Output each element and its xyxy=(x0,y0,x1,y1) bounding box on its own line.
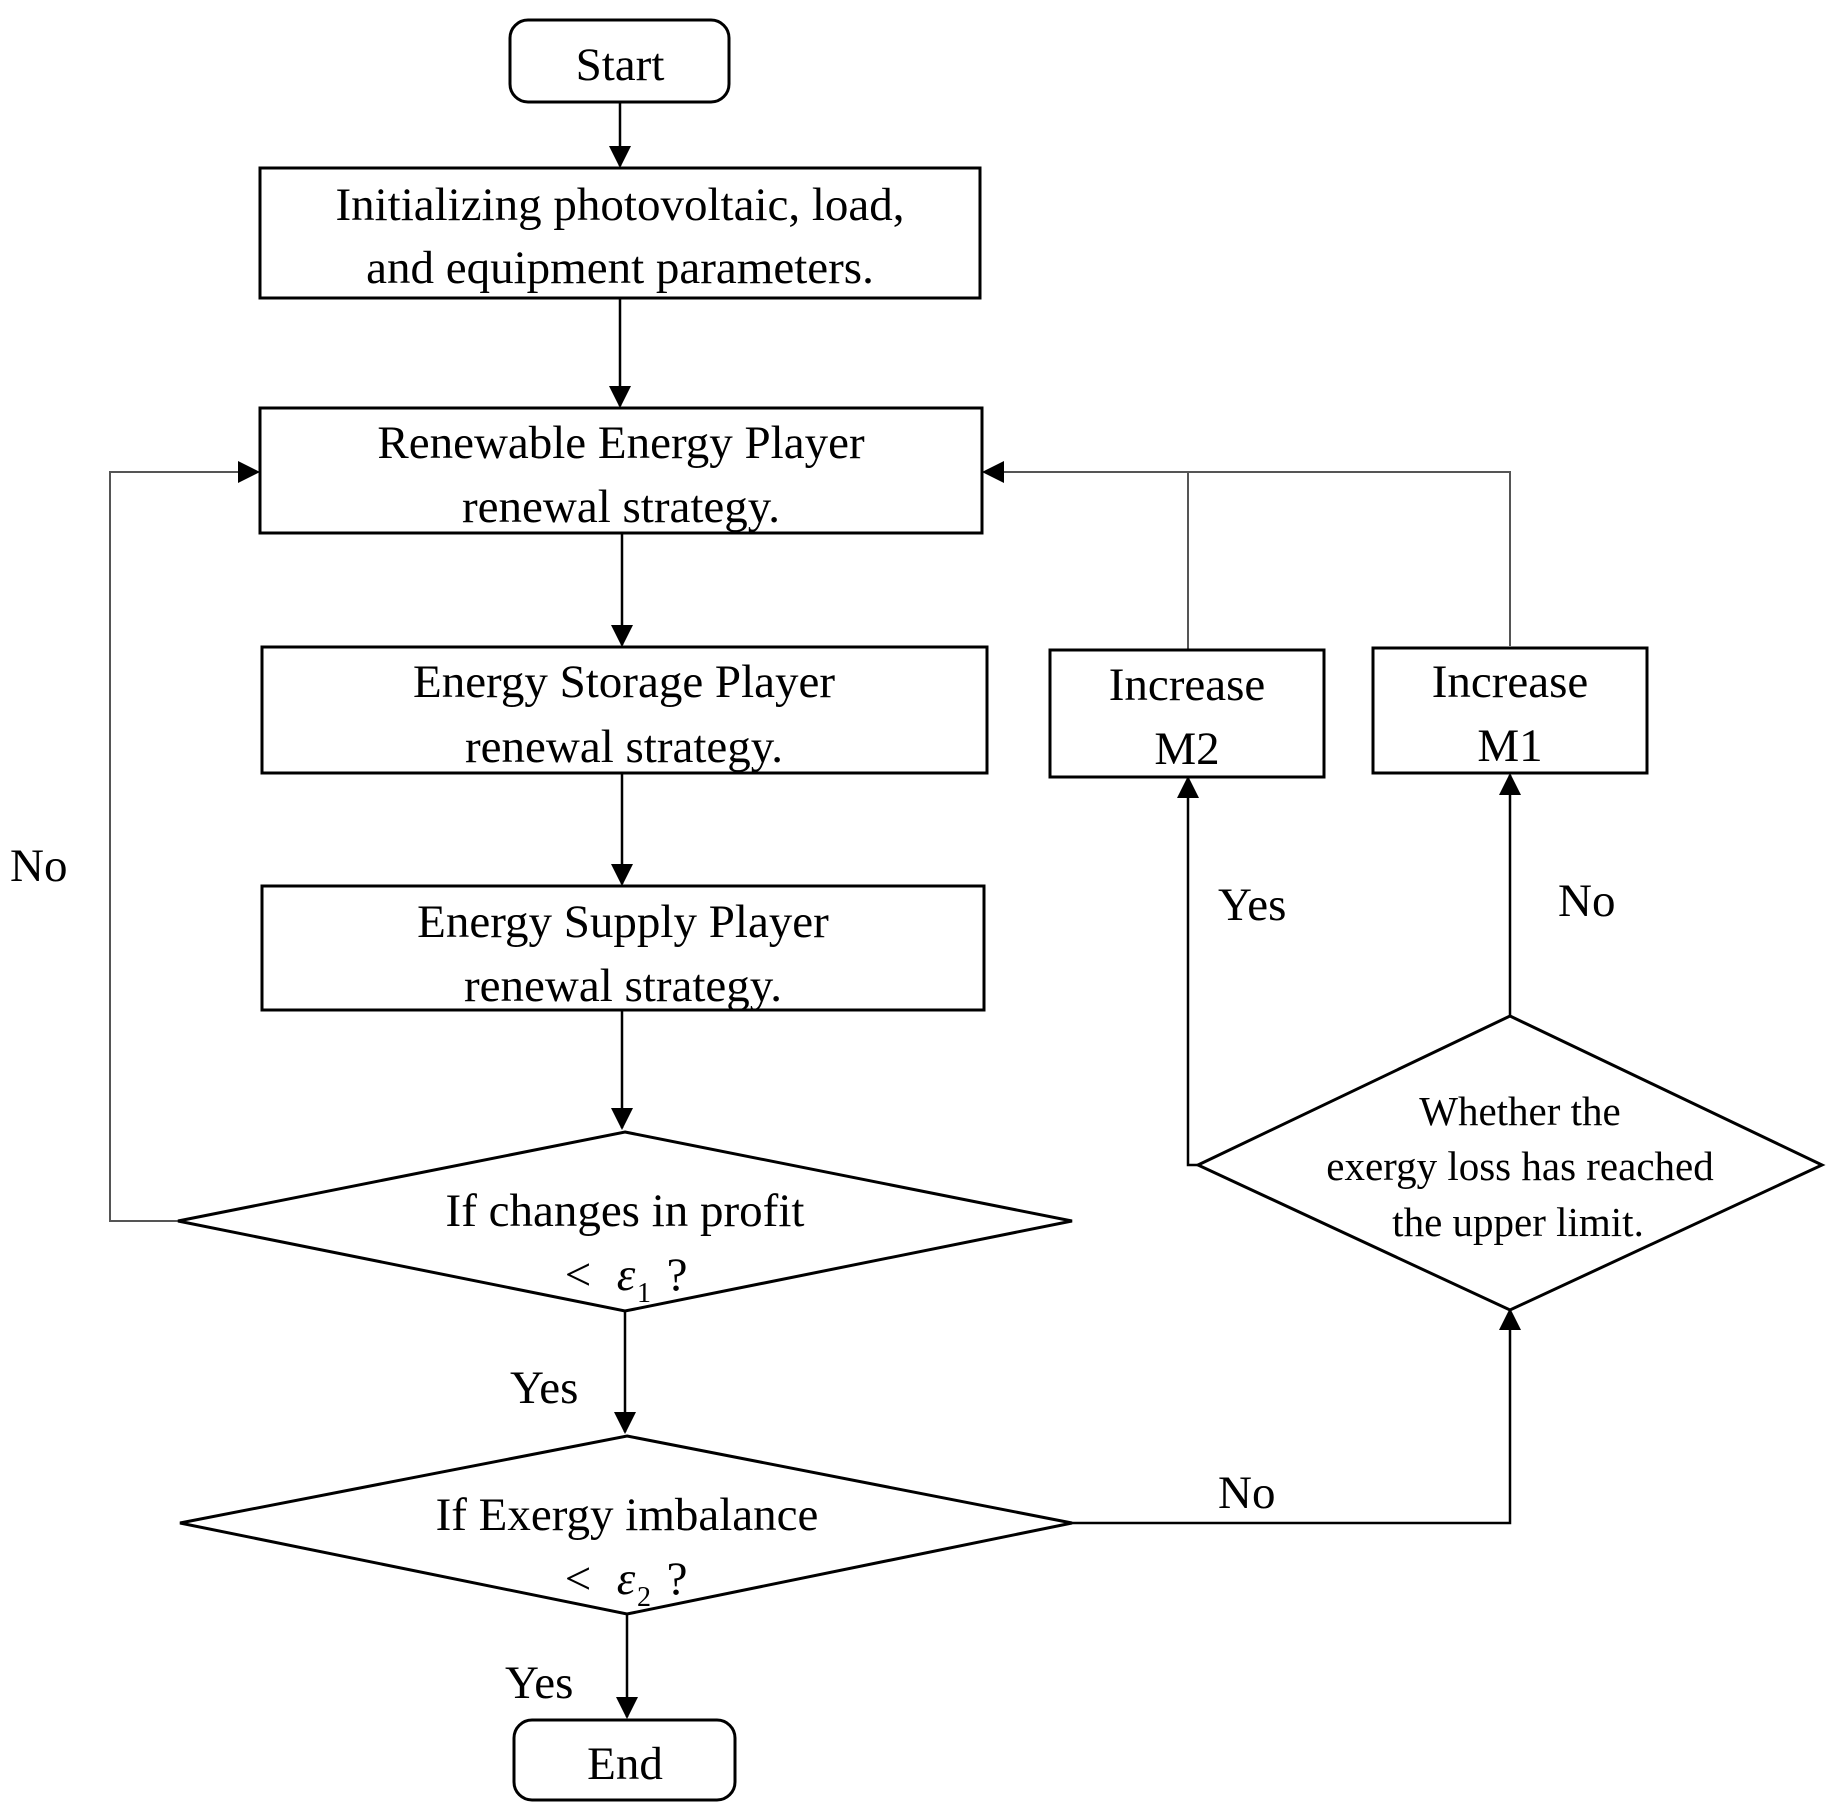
supply-player-node: Energy Supply Player renewal strategy. xyxy=(260,884,986,1012)
arrow-limit-yes-to-m2 xyxy=(1177,776,1199,1167)
increase-m2-line2: M2 xyxy=(1154,723,1219,775)
storage-player-node: Energy Storage Player renewal strategy. xyxy=(260,645,989,775)
limit-check-decision: Whether the exergy loss has reached the … xyxy=(1194,1014,1826,1312)
increase-m2-line1: Increase xyxy=(1109,659,1266,711)
profit-check-decision: If changes in profit < ε 1 ? xyxy=(177,1130,1073,1313)
edge-labels: No Yes No Yes Yes No xyxy=(10,840,1615,1709)
renewable-player-node: Renewable Energy Player renewal strategy… xyxy=(258,406,984,535)
edge-label-exergy-yes: Yes xyxy=(505,1657,573,1709)
increase-m1-line1: Increase xyxy=(1432,656,1589,708)
edge-label-profit-no: No xyxy=(10,840,67,892)
exergy-check-sub: 2 xyxy=(637,1582,651,1613)
profit-check-line1: If changes in profit xyxy=(446,1185,805,1237)
start-label: Start xyxy=(576,39,665,91)
supply-line2: renewal strategy. xyxy=(464,960,782,1012)
increase-m1-node: Increase M1 xyxy=(1371,646,1649,775)
limit-check-line2: exergy loss has reached xyxy=(1326,1143,1713,1189)
init-node: Initializing photovoltaic, load, and equ… xyxy=(258,166,982,300)
storage-line2: renewal strategy. xyxy=(465,721,783,773)
init-line1: Initializing photovoltaic, load, xyxy=(335,179,904,231)
renewable-line1: Renewable Energy Player xyxy=(377,417,865,469)
limit-check-line3: the upper limit. xyxy=(1392,1199,1644,1245)
edge-label-exergy-no: No xyxy=(1218,1467,1275,1519)
edge-label-limit-yes: Yes xyxy=(1218,879,1286,931)
supply-line1: Energy Supply Player xyxy=(417,896,829,948)
profit-check-sub: 1 xyxy=(637,1278,651,1309)
init-line2: and equipment parameters. xyxy=(366,242,874,294)
exergy-check-line1: If Exergy imbalance xyxy=(436,1489,819,1541)
start-node: Start xyxy=(508,18,731,104)
connectors xyxy=(109,102,1521,1719)
renewable-line2: renewal strategy. xyxy=(462,481,780,533)
exergy-check-decision: If Exergy imbalance < ε 2 ? xyxy=(179,1434,1073,1616)
profit-check-lt: < xyxy=(565,1249,592,1301)
edge-label-profit-yes: Yes xyxy=(510,1362,578,1414)
limit-check-line1: Whether the xyxy=(1419,1088,1620,1134)
edge-label-limit-no: No xyxy=(1558,875,1615,927)
arrow-m1-feedback-to-renewable xyxy=(982,461,1511,646)
end-label: End xyxy=(587,1738,663,1790)
profit-check-epsilon: ε xyxy=(617,1249,636,1301)
storage-line1: Energy Storage Player xyxy=(413,656,835,708)
increase-m1-line2: M1 xyxy=(1477,720,1542,772)
exergy-check-q: ? xyxy=(667,1553,688,1605)
exergy-check-epsilon: ε xyxy=(617,1553,636,1605)
profit-check-q: ? xyxy=(667,1249,688,1301)
arrow-exergy-no-to-limit-check xyxy=(1072,1308,1521,1525)
exergy-check-lt: < xyxy=(565,1553,592,1605)
end-node: End xyxy=(512,1718,737,1802)
arrow-profit-no-loop xyxy=(109,461,260,1222)
increase-m2-node: Increase M2 xyxy=(1048,648,1326,779)
